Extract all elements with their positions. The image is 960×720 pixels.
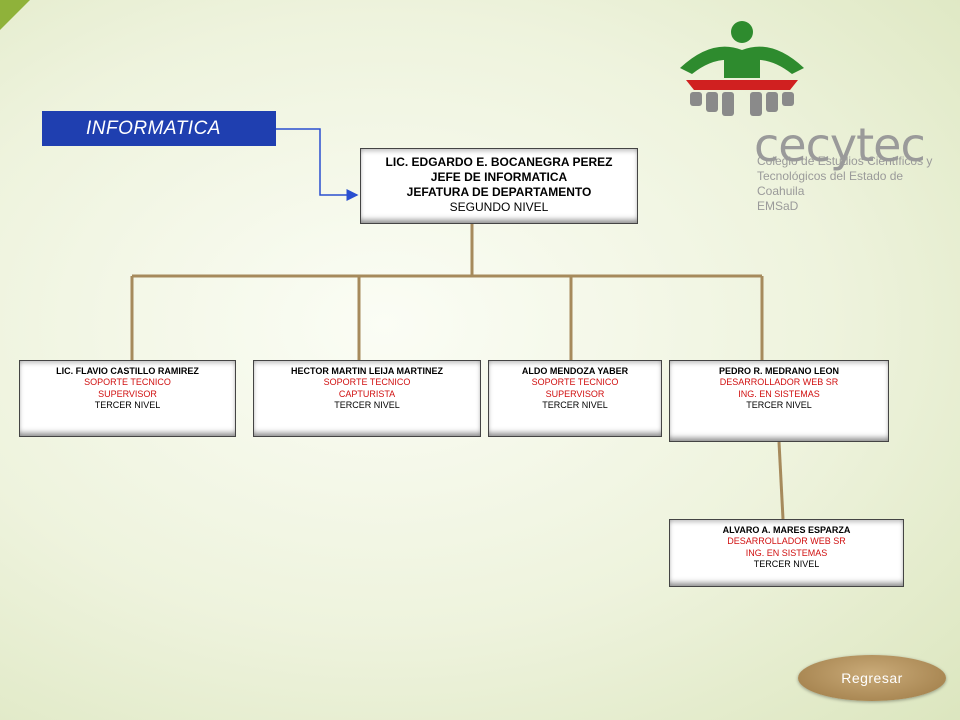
staff-role: SOPORTE TECNICO [531,377,619,388]
corner-accent [0,0,30,30]
staff-role: DESARROLLADOR WEB SR [727,536,846,547]
staff-position: SUPERVISOR [98,388,157,399]
staff-role: SOPORTE TECNICO [323,377,411,388]
staff-level: TERCER NIVEL [542,399,608,410]
staff-box-castillo: LIC. FLAVIO CASTILLO RAMIREZ SOPORTE TEC… [19,360,236,437]
section-title: INFORMATICA [42,111,276,146]
staff-box-mendoza: ALDO MENDOZA YABER SOPORTE TECNICO SUPER… [488,360,662,437]
staff-name: LIC. FLAVIO CASTILLO RAMIREZ [56,366,199,376]
back-button[interactable]: Regresar [798,655,946,701]
staff-name: ALVARO A. MARES ESPARZA [722,525,851,535]
staff-level: TERCER NIVEL [334,399,400,410]
logo-subtitle-line2: Tecnológicos del Estado de Coahuila [757,169,904,198]
staff-box-mares: ALVARO A. MARES ESPARZA DESARROLLADOR WE… [669,519,904,587]
head-box: LIC. EDGARDO E. BOCANEGRA PEREZ JEFE DE … [360,148,638,224]
head-name: LIC. EDGARDO E. BOCANEGRA PEREZ [385,155,613,169]
logo-brand: cecytec [754,118,926,172]
staff-position: ING. EN SISTEMAS [745,547,828,558]
logo-emblem-icon [680,21,804,116]
head-dept: JEFATURA DE DEPARTAMENTO [406,185,592,199]
staff-level: TERCER NIVEL [753,558,820,569]
staff-name: PEDRO R. MEDRANO LEON [718,366,839,376]
staff-box-medrano: PEDRO R. MEDRANO LEON DESARROLLADOR WEB … [669,360,889,442]
staff-position: ING. EN SISTEMAS [738,388,820,399]
head-level: SEGUNDO NIVEL [449,200,549,214]
logo-subtitle: Colegio de Estudios Científicos y Tecnol… [757,154,940,214]
staff-box-leija: HECTOR MARTIN LEIJA MARTINEZ SOPORTE TEC… [253,360,481,437]
section-arrow [276,128,359,201]
logo-subtitle-line1: Colegio de Estudios Científicos y [757,154,933,168]
logo-subtitle-line3: EMSaD [757,199,799,213]
staff-name: ALDO MENDOZA YABER [521,366,629,376]
staff-position: SUPERVISOR [545,388,605,399]
staff-role: DESARROLLADOR WEB SR [719,377,839,388]
staff-position: CAPTURISTA [338,388,396,399]
staff-name: HECTOR MARTIN LEIJA MARTINEZ [291,366,443,376]
cecytec-logo: cecytec Colegio de Estudios Científicos … [672,18,940,213]
staff-level: TERCER NIVEL [746,399,812,410]
staff-role: SOPORTE TECNICO [84,377,171,388]
head-role: JEFE DE INFORMATICA [430,170,568,184]
staff-level: TERCER NIVEL [94,399,161,410]
